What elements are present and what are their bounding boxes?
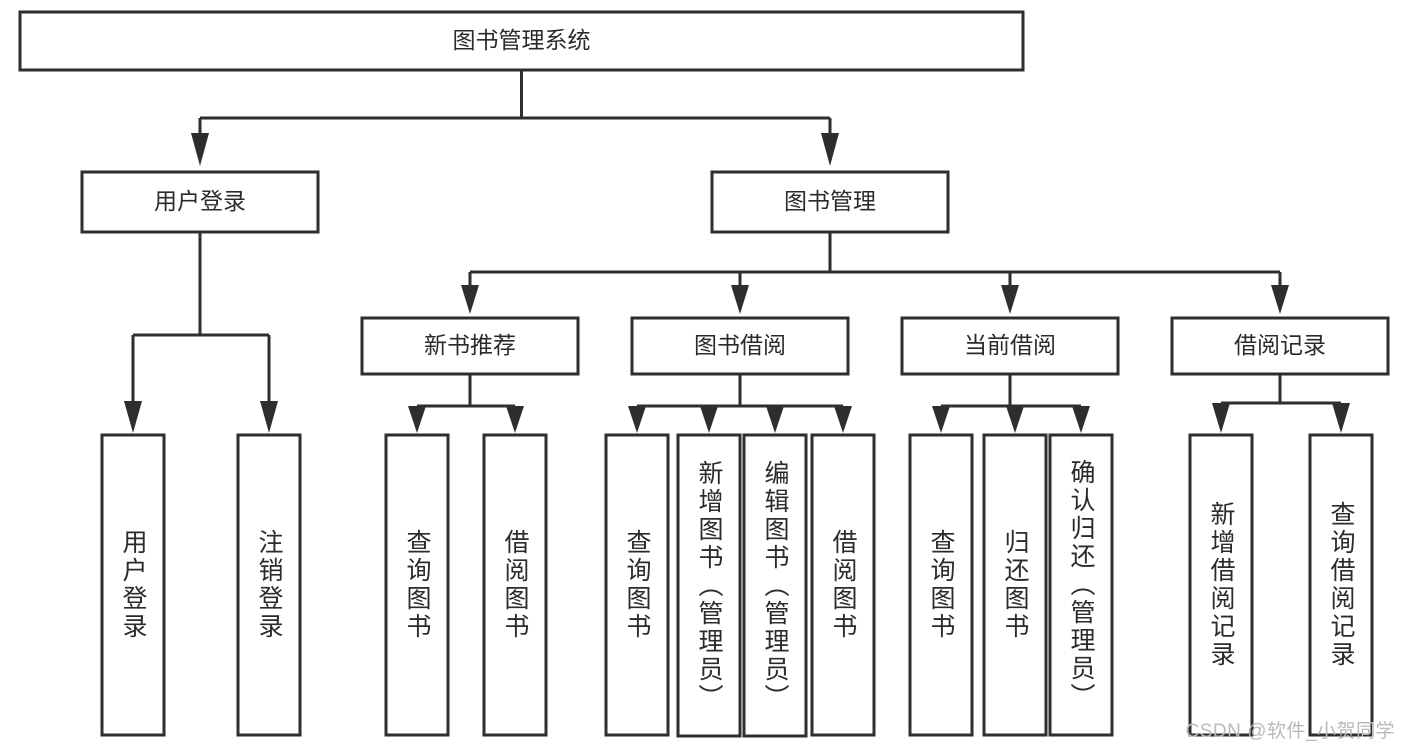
connector-book-manage-to-level3 xyxy=(461,232,1289,314)
node-root[interactable]: 图书管理系统 xyxy=(18,10,1025,72)
arrow-head-icon xyxy=(260,401,278,433)
arrow-head-icon xyxy=(191,133,209,166)
node-root-label: 图书管理系统 xyxy=(453,27,591,53)
arrow-head-icon xyxy=(700,406,718,433)
leaf-box-group xyxy=(100,433,1374,738)
node-leaf-query-book-3-box[interactable] xyxy=(908,433,974,737)
node-leaf-borrow-book-2-box[interactable] xyxy=(810,433,876,737)
node-book-borrow-box[interactable] xyxy=(630,316,850,376)
node-book-borrow[interactable]: 图书借阅 xyxy=(630,316,850,376)
node-book-borrow-label: 图书借阅 xyxy=(694,332,786,358)
node-book-manage[interactable]: 图书管理 xyxy=(710,170,950,234)
node-borrow-record-label: 借阅记录 xyxy=(1234,332,1326,358)
arrow-head-icon xyxy=(731,285,749,314)
node-current-borrow[interactable]: 当前借阅 xyxy=(900,316,1120,376)
arrow-head-icon xyxy=(1332,403,1350,433)
node-new-book-rec-box[interactable] xyxy=(360,316,580,376)
node-book-manage-box[interactable] xyxy=(710,170,950,234)
node-leaf-edit-book-box[interactable] xyxy=(742,433,808,738)
arrow-head-icon xyxy=(821,133,839,166)
watermark-text: CSDN @软件_小贺同学 xyxy=(1185,721,1395,742)
arrow-head-icon xyxy=(461,285,479,314)
connector-book-borrow-to-leaves xyxy=(628,374,852,433)
node-current-borrow-label: 当前借阅 xyxy=(964,332,1056,358)
node-leaf-return-book-box[interactable] xyxy=(982,433,1048,737)
connector-user-login-to-leaves xyxy=(124,232,278,433)
node-leaf-user-login-box[interactable] xyxy=(100,433,166,737)
arrow-head-icon xyxy=(1212,403,1230,433)
arrow-head-icon xyxy=(628,406,646,433)
arrow-head-icon xyxy=(834,406,852,433)
arrow-head-icon xyxy=(1006,406,1024,433)
node-new-book-rec-label: 新书推荐 xyxy=(424,332,516,358)
node-current-borrow-box[interactable] xyxy=(900,316,1120,376)
node-book-manage-label: 图书管理 xyxy=(784,188,876,214)
arrow-head-icon xyxy=(124,401,142,433)
arrow-head-icon xyxy=(506,406,524,433)
node-leaf-query-book-2-box[interactable] xyxy=(604,433,670,737)
arrow-head-icon xyxy=(1072,406,1090,433)
arrow-head-icon xyxy=(408,406,426,433)
node-user-login[interactable]: 用户登录 xyxy=(80,170,320,234)
node-leaf-logout-box[interactable] xyxy=(236,433,302,737)
node-leaf-query-book-1-box[interactable] xyxy=(384,433,450,737)
connector-new-book-rec-to-leaves xyxy=(408,374,524,433)
node-user-login-label: 用户登录 xyxy=(154,188,246,214)
node-leaf-confirm-return-box[interactable] xyxy=(1048,433,1114,737)
node-borrow-record-box[interactable] xyxy=(1170,316,1390,376)
arrow-head-icon xyxy=(1001,285,1019,314)
node-root-box[interactable] xyxy=(18,10,1025,72)
arrow-head-icon xyxy=(932,406,950,433)
node-borrow-record[interactable]: 借阅记录 xyxy=(1170,316,1390,376)
arrow-head-icon xyxy=(1271,285,1289,314)
node-leaf-add-record-box[interactable] xyxy=(1188,433,1254,737)
connector-borrow-record-to-leaves xyxy=(1212,374,1350,433)
node-leaf-borrow-book-1-box[interactable] xyxy=(482,433,548,737)
connector-root-to-level2 xyxy=(191,70,839,166)
arrow-head-icon xyxy=(766,406,784,433)
connector-current-borrow-to-leaves xyxy=(932,374,1090,433)
node-new-book-rec[interactable]: 新书推荐 xyxy=(360,316,580,376)
node-leaf-query-record-box[interactable] xyxy=(1308,433,1374,737)
node-leaf-add-book-box[interactable] xyxy=(676,433,742,738)
